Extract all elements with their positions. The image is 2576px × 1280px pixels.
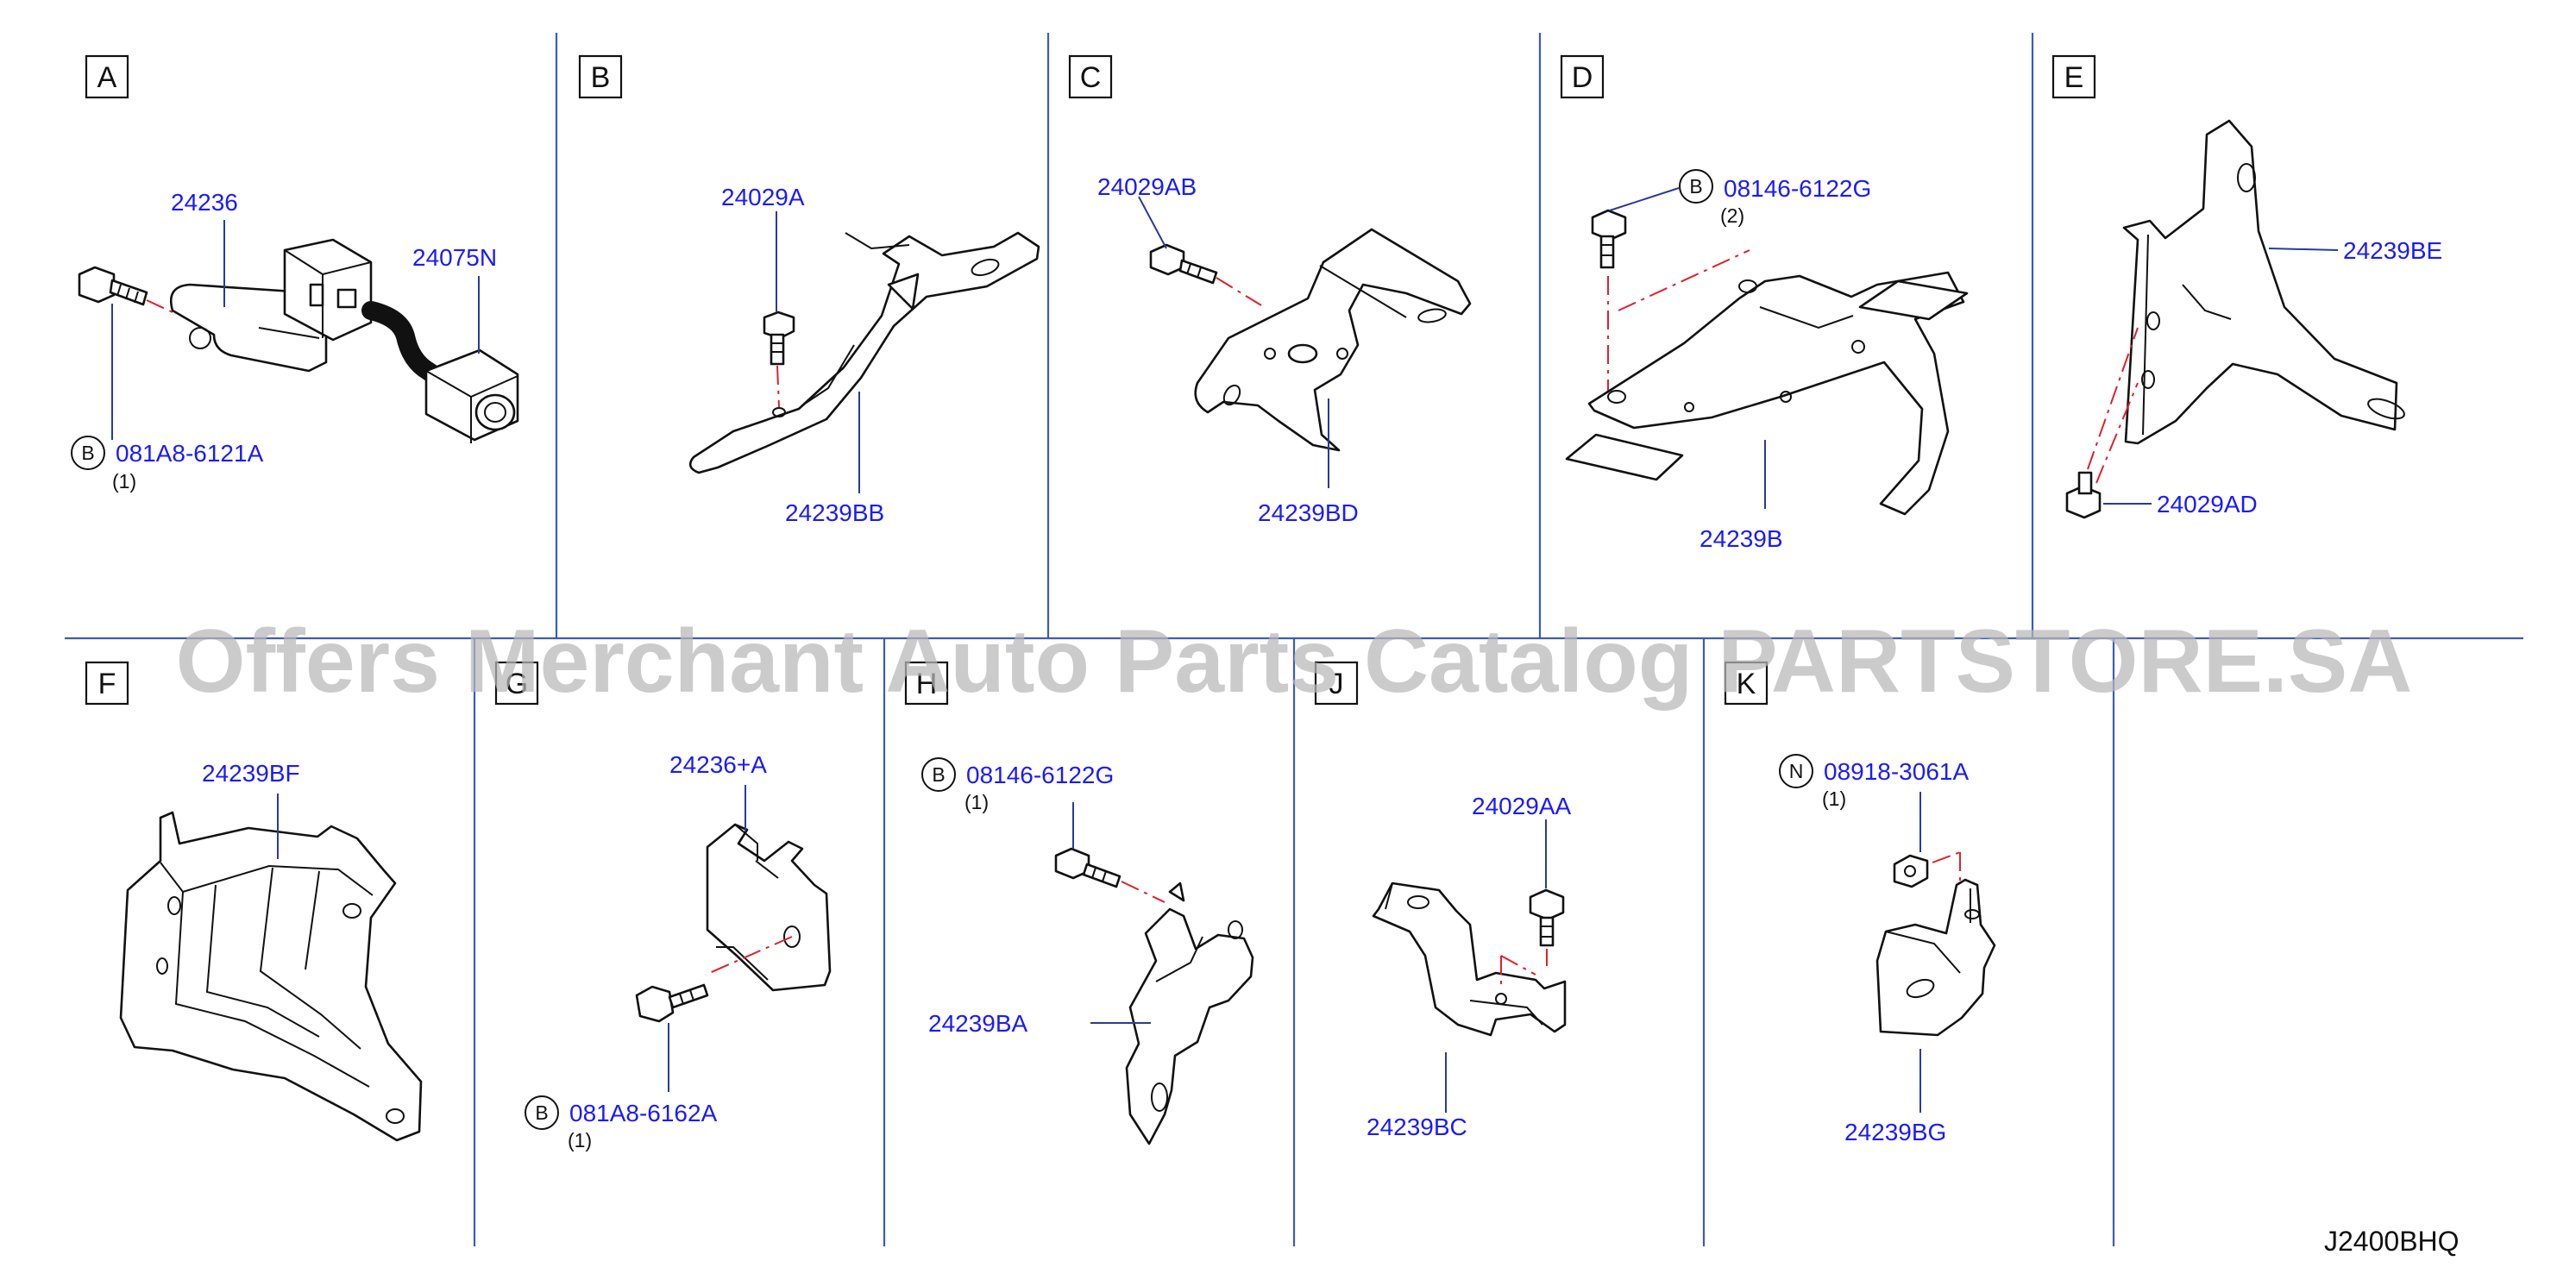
svg-text:B: B bbox=[932, 763, 945, 786]
svg-text:(1): (1) bbox=[112, 470, 136, 493]
sensor-icon bbox=[169, 238, 373, 373]
section-e-parts: 24239BE 24029AD bbox=[2065, 119, 2442, 519]
part-label[interactable]: 081A8-6121A bbox=[116, 440, 264, 467]
svg-text:H: H bbox=[916, 668, 938, 700]
watermark: Offers Merchant Auto Parts Catalog PARTS… bbox=[176, 612, 2413, 712]
part-label[interactable]: 081A8-6162A bbox=[569, 1100, 718, 1126]
svg-text:E: E bbox=[2064, 61, 2084, 94]
section-label-c: C bbox=[1068, 54, 1113, 99]
bracket-icon bbox=[1565, 271, 1969, 516]
part-label[interactable]: 24029A bbox=[721, 184, 805, 210]
bracket-icon bbox=[688, 231, 1040, 474]
nut-icon bbox=[1893, 854, 1929, 888]
bracket-icon bbox=[1125, 882, 1254, 1145]
section-label-k: K bbox=[1724, 661, 1769, 706]
svg-text:B: B bbox=[1689, 175, 1702, 198]
svg-text:B: B bbox=[81, 442, 94, 464]
bracket-icon bbox=[2122, 119, 2405, 445]
part-label[interactable]: 24239BA bbox=[928, 1010, 1028, 1037]
svg-text:(1): (1) bbox=[568, 1129, 592, 1151]
svg-text:(1): (1) bbox=[1822, 787, 1846, 810]
svg-text:C: C bbox=[1080, 61, 1102, 94]
part-label[interactable]: 24239B bbox=[1700, 525, 1783, 552]
part-label[interactable]: 08146-6122G bbox=[966, 762, 1114, 788]
part-label[interactable]: 24029AD bbox=[2157, 491, 2258, 518]
bracket-icon bbox=[1875, 878, 1996, 1037]
bracket-icon bbox=[119, 811, 423, 1142]
section-label-j: J bbox=[1314, 661, 1359, 706]
panel-grid bbox=[65, 33, 2523, 1246]
section-f-parts: 24239BF bbox=[119, 760, 423, 1142]
bracket-icon bbox=[1372, 882, 1567, 1037]
diagram-code: J2400BHQ bbox=[2324, 1226, 2460, 1257]
svg-text:G: G bbox=[506, 668, 528, 700]
bolt-icon bbox=[1149, 243, 1218, 285]
svg-text:(1): (1) bbox=[964, 791, 989, 813]
svg-text:N: N bbox=[1789, 760, 1804, 782]
part-label[interactable]: 24029AB bbox=[1097, 173, 1197, 200]
bolt-icon bbox=[1054, 847, 1122, 888]
part-label[interactable]: 08918-3061A bbox=[1824, 758, 1969, 785]
section-a-parts: 24236 24075N B 081A8-6121A (1) bbox=[71, 189, 519, 493]
section-d-parts: B 08146-6122G (2) 24239B bbox=[1565, 169, 1969, 552]
bolt-icon bbox=[1591, 209, 1627, 269]
part-label[interactable]: 24075N bbox=[412, 244, 497, 271]
svg-text:B: B bbox=[591, 61, 611, 94]
part-label[interactable]: 08146-6122G bbox=[1724, 175, 1871, 202]
svg-text:K: K bbox=[1737, 668, 1756, 700]
part-label[interactable]: 24239BE bbox=[2343, 237, 2442, 264]
section-label-e: E bbox=[2051, 54, 2096, 99]
bracket-icon bbox=[706, 823, 832, 992]
bracket-icon bbox=[1194, 228, 1472, 452]
section-label-b: B bbox=[578, 54, 623, 99]
svg-text:(2): (2) bbox=[1720, 204, 1744, 227]
section-b-parts: 24029A 24239BB bbox=[688, 184, 1040, 526]
svg-text:D: D bbox=[1572, 61, 1593, 94]
section-label-g: G bbox=[494, 661, 539, 706]
section-label-f: F bbox=[85, 661, 129, 706]
svg-text:B: B bbox=[535, 1101, 548, 1124]
section-label-h: H bbox=[904, 661, 949, 706]
part-label[interactable]: 24239BB bbox=[785, 499, 884, 526]
part-label[interactable]: 24236+A bbox=[669, 751, 767, 778]
bolt-icon bbox=[78, 266, 148, 306]
bolt-icon bbox=[1529, 888, 1565, 947]
part-label[interactable]: 24239BG bbox=[1844, 1119, 1946, 1145]
bolt-icon bbox=[635, 983, 709, 1023]
svg-text:F: F bbox=[98, 668, 116, 700]
svg-text:J: J bbox=[1329, 668, 1344, 700]
part-label[interactable]: 24239BD bbox=[1258, 499, 1359, 526]
section-label-a: A bbox=[85, 54, 129, 99]
part-label[interactable]: 24236 bbox=[171, 189, 238, 216]
svg-text:A: A bbox=[97, 61, 117, 94]
section-j-parts: 24029AA 24239BC bbox=[1367, 793, 1572, 1140]
section-h-parts: B 08146-6122G (1) 24239BA bbox=[921, 757, 1254, 1145]
part-label[interactable]: 24029AA bbox=[1472, 793, 1572, 819]
section-g-parts: 24236+A B 081A8-6162A (1) bbox=[525, 751, 832, 1151]
bolt-icon bbox=[2065, 471, 2102, 519]
connector-icon bbox=[424, 348, 519, 443]
section-c-parts: 24029AB 24239BD bbox=[1097, 173, 1472, 526]
section-label-d: D bbox=[1560, 54, 1605, 99]
part-label[interactable]: 24239BC bbox=[1367, 1114, 1467, 1140]
section-k-parts: N 08918-3061A (1) 24239BG bbox=[1779, 754, 1996, 1145]
part-label[interactable]: 24239BF bbox=[202, 760, 300, 787]
bolt-icon bbox=[763, 311, 795, 366]
